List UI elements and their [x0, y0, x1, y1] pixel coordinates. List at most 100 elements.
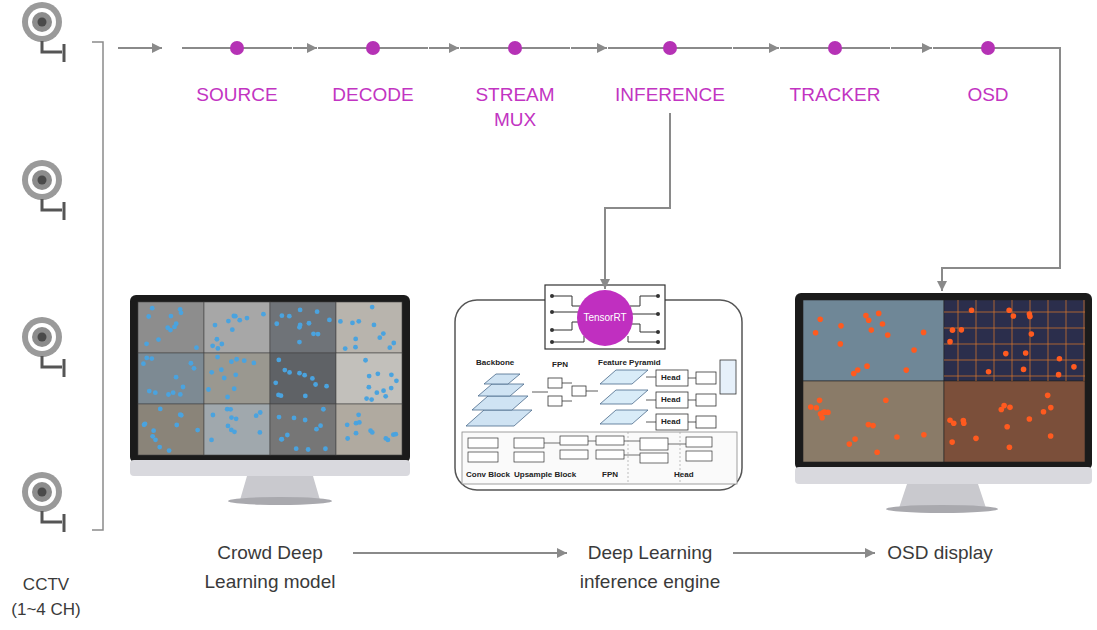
detection-dot [276, 358, 281, 363]
detection-dot [242, 358, 247, 363]
tracked-person [950, 327, 956, 333]
network-illustration [548, 378, 562, 388]
detection-dot [232, 429, 237, 434]
network-illustration [600, 390, 648, 404]
tensorrt-chip [656, 312, 660, 316]
network-illustration [596, 450, 624, 459]
tracked-person [870, 423, 876, 429]
video-tile [138, 302, 204, 353]
detection-dot [230, 327, 235, 332]
tracked-person [973, 436, 979, 442]
network-illustration [468, 452, 498, 462]
tracked-person [1056, 372, 1062, 378]
right-monitor [795, 293, 1092, 513]
network-illustration [548, 396, 562, 406]
stage-dot [508, 41, 522, 55]
network-illustration [484, 374, 520, 384]
tracked-person [951, 421, 957, 427]
flow-arrow [353, 552, 567, 554]
detection-dot [381, 388, 386, 393]
pipeline-stage: STREAM MUX [460, 38, 570, 132]
network-illustration [696, 416, 716, 428]
tracked-person [846, 441, 852, 447]
tensorrt-chip [656, 330, 660, 334]
tracked-person [876, 311, 882, 317]
camera-bracket [92, 42, 103, 530]
network-illustration [532, 383, 598, 401]
flow-arrow [605, 113, 670, 289]
detection-dot [303, 394, 308, 399]
node-text: SOURCE [182, 82, 292, 107]
detection-dot [310, 376, 315, 381]
grid-overlay [944, 344, 1085, 345]
network-illustration [544, 441, 686, 455]
pipeline-stage: SOURCE [182, 38, 292, 107]
tracked-person [998, 407, 1004, 413]
detection-dot [389, 386, 394, 391]
cctv-camera [32, 482, 52, 502]
detection-dot [153, 390, 158, 395]
detection-dot [225, 395, 230, 400]
tracked-person [1011, 313, 1017, 319]
tracked-person [911, 347, 917, 353]
detection-dot [307, 321, 312, 326]
detection-dot [233, 314, 238, 319]
detection-dot [178, 392, 183, 397]
video-tile [204, 404, 270, 455]
detection-dot [219, 342, 224, 347]
flow-arrow [733, 47, 779, 49]
stage-dot [366, 41, 380, 55]
detection-dot [302, 373, 307, 378]
detection-dot [393, 432, 398, 437]
node-text: CCTV (1~4 CH) [6, 572, 86, 622]
detection-dot [274, 321, 279, 326]
caption-node: OSD display [883, 538, 997, 567]
detection-dot [294, 446, 299, 451]
detection-dot [258, 410, 263, 415]
tracked-person [1041, 409, 1047, 415]
network-illustration [656, 414, 688, 430]
tensorrt-chip [550, 294, 554, 298]
stage-dot [981, 41, 995, 55]
video-tile [204, 302, 270, 353]
cctv-camera [42, 199, 62, 210]
network-illustration [466, 410, 532, 426]
cctv-camera [22, 160, 64, 220]
cctv-camera [22, 317, 62, 357]
network-illustration [696, 372, 716, 384]
tracked-person [866, 422, 872, 428]
detection-dot [316, 332, 321, 337]
network-illustration [696, 394, 716, 406]
tensorrt-chip [550, 340, 554, 344]
detection-dot [282, 368, 287, 373]
detection-dot [279, 437, 284, 442]
grid-overlay [944, 360, 1085, 361]
diagram-label: FPN [552, 360, 568, 370]
tracked-person [959, 327, 965, 333]
detection-dot [285, 433, 290, 438]
video-tile [270, 353, 336, 404]
left-monitor [240, 476, 320, 500]
tracked-person [885, 332, 891, 338]
detection-dot [149, 356, 154, 361]
detection-dot [369, 397, 374, 402]
cctv-camera [22, 317, 64, 377]
cctv-camera [32, 327, 52, 347]
detection-dot [174, 375, 179, 380]
detection-dot [297, 371, 302, 376]
cctv-camera [32, 12, 52, 32]
detection-dot [251, 360, 256, 365]
detection-dot [206, 387, 211, 392]
network-illustration [600, 410, 648, 424]
diagram-label: Upsample Block [514, 470, 576, 480]
cctv-camera [22, 472, 64, 532]
detection-dot [303, 418, 308, 423]
flow-arrow [733, 552, 875, 554]
detection-dot [370, 305, 375, 310]
cctv-camera [28, 166, 56, 194]
detection-dot [143, 421, 148, 426]
detection-dot [353, 337, 358, 342]
detection-dot [157, 445, 162, 450]
